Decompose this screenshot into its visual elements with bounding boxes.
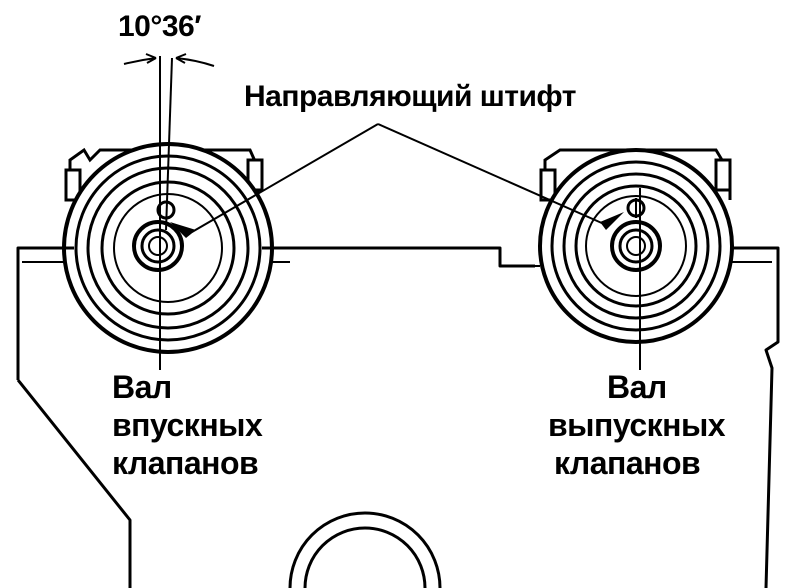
bottom-bore	[288, 511, 442, 588]
intake-shaft-label-line3: клапанов	[112, 445, 258, 481]
exhaust-shaft-label: Вал выпускных клапанов	[548, 369, 726, 481]
angle-label: 10°36′	[118, 10, 201, 43]
intake-tilted-reference-line	[165, 57, 173, 231]
pin-leader-lines	[191, 123, 605, 233]
guide-pin-label: Направляющий штифт	[244, 80, 576, 113]
exhaust-camshaft-sprocket	[538, 148, 734, 344]
intake-shaft-label: Вал впускных клапанов	[112, 369, 263, 481]
exhaust-shaft-label-line3: клапанов	[554, 445, 700, 481]
head-top-edge-right	[715, 246, 780, 588]
leader-line-exhaust	[377, 123, 605, 225]
exhaust-shaft-label-line2: выпускных	[548, 407, 726, 443]
exhaust-pin-arrow	[600, 212, 624, 230]
intake-pin-arrow	[170, 222, 196, 238]
angle-dimension	[123, 53, 215, 67]
centre-lines	[159, 56, 641, 370]
intake-shaft-label-line2: впускных	[112, 407, 263, 443]
leader-line-intake	[191, 123, 379, 233]
head-left-lower-edge	[16, 379, 132, 588]
intake-shaft-label-line1: Вал	[112, 369, 172, 405]
exhaust-shaft-label-line1: Вал	[607, 369, 667, 405]
head-top-edge-left	[270, 246, 535, 268]
head-left-edge	[16, 246, 72, 380]
intake-bearing-cap	[64, 147, 264, 202]
